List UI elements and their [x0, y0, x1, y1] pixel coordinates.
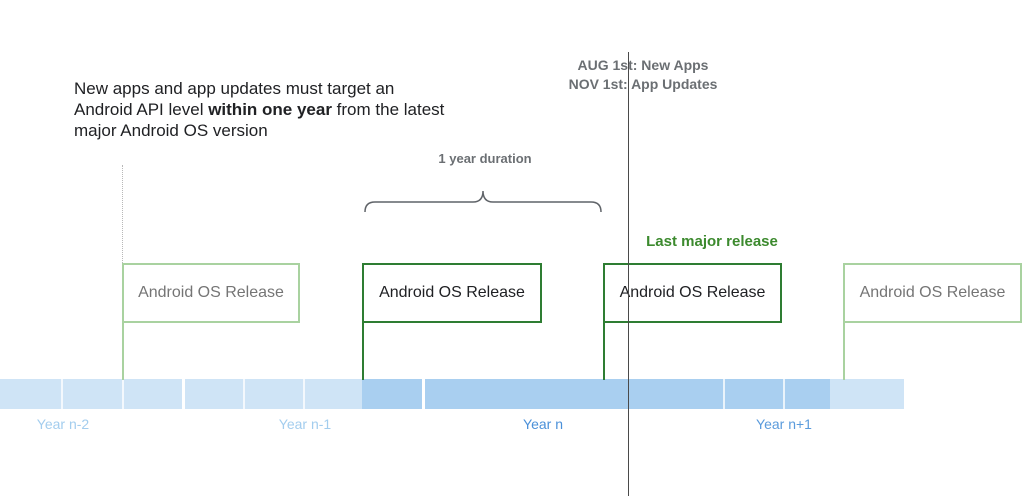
- intro-text-part1: New apps and app updates must target an …: [74, 79, 395, 119]
- timeline-tick: [723, 379, 725, 409]
- timeline-tick: [783, 379, 785, 409]
- current-date-line: [628, 52, 629, 496]
- timeline-tick: [303, 379, 305, 409]
- year-label: Year n-2: [36, 416, 90, 432]
- deadline-app-updates: NOV 1st: App Updates: [568, 76, 718, 92]
- release-flag-box: Android OS Release: [362, 263, 542, 323]
- release-flag-box: Android OS Release: [603, 263, 782, 323]
- intro-text-emphasis: within one year: [208, 100, 332, 119]
- release-flag-label: Android OS Release: [379, 284, 525, 301]
- duration-label: 1 year duration: [438, 151, 532, 166]
- timeline-tick: [243, 379, 245, 409]
- last-major-release-label: Last major release: [646, 233, 778, 250]
- release-flag-label: Android OS Release: [138, 284, 284, 301]
- release-flag-box: Android OS Release: [122, 263, 300, 323]
- year-label: Year n+1: [756, 416, 812, 432]
- year-label: Year n: [523, 416, 563, 432]
- timeline-segment-year-n-1: [185, 379, 362, 409]
- timeline-segment-year-n-2: [0, 379, 182, 409]
- year-label: Year n-1: [278, 416, 332, 432]
- release-flag-box: Android OS Release: [843, 263, 1022, 323]
- deadline-new-apps: AUG 1st: New Apps: [577, 57, 709, 73]
- intro-text-part2: from the latest major Android OS version: [74, 100, 445, 140]
- deadline-labels: AUG 1st: New Apps NOV 1st: App Updates: [548, 56, 738, 94]
- timeline-tick: [61, 379, 63, 409]
- release-flag-label: Android OS Release: [619, 284, 766, 301]
- timeline-segment-year-n-plus-1: [665, 379, 830, 409]
- duration-brace: [364, 190, 602, 213]
- dotted-guide-line: [122, 165, 123, 263]
- release-flag-label: Android OS Release: [859, 284, 1006, 301]
- timeline-tick: [122, 379, 124, 409]
- timeline-segment-year-n-start: [362, 379, 422, 409]
- timeline-segment-future: [830, 379, 904, 409]
- timeline-segment-year-n: [425, 379, 665, 409]
- intro-text: New apps and app updates must target an …: [74, 78, 454, 141]
